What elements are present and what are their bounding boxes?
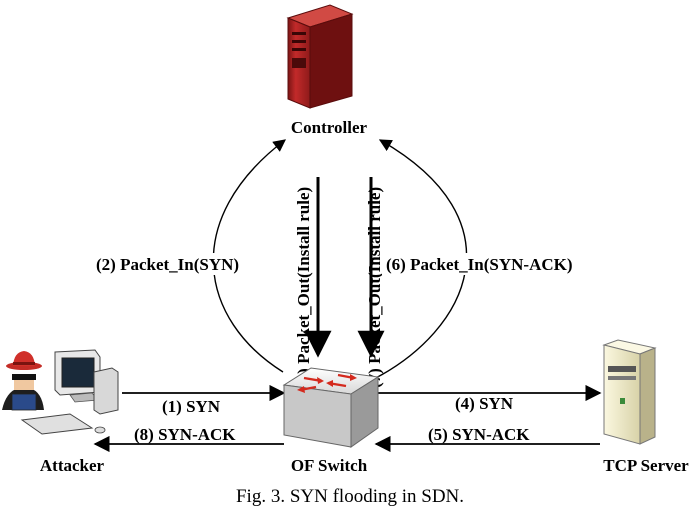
msg-4-label: (4) SYN	[455, 394, 514, 413]
msg-5-label: (5) SYN-ACK	[428, 425, 530, 444]
controller-icon	[286, 4, 354, 109]
switch-label: OF Switch	[291, 456, 368, 475]
msg-2-label: (2) Packet_In(SYN)	[96, 255, 239, 274]
server-label: TCP Server	[603, 456, 689, 475]
msg-7-label: (7) Packet_Out(Install rule)	[365, 187, 384, 388]
attacker-icon	[2, 349, 119, 435]
controller-label: Controller	[291, 118, 368, 137]
msg-1-label: (1) SYN	[162, 397, 221, 416]
attacker-label: Attacker	[40, 456, 105, 475]
msg-8-label: (8) SYN-ACK	[134, 425, 236, 444]
server-icon	[602, 339, 657, 445]
msg-6-label: (6) Packet_In(SYN-ACK)	[386, 255, 573, 274]
switch-icon	[282, 367, 380, 448]
msg-3-label: (3) Packet_Out(Install rule)	[294, 187, 313, 388]
figure-caption: Fig. 3. SYN flooding in SDN.	[236, 486, 464, 506]
